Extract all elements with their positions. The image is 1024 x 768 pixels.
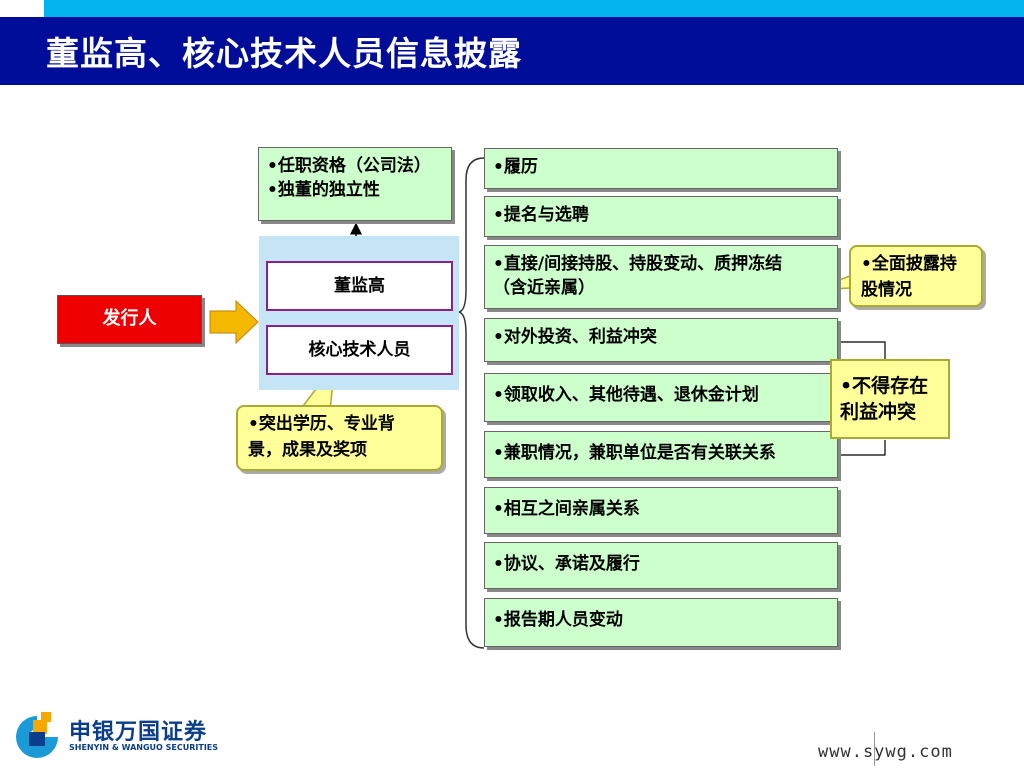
- logo-name: 申银万国证券: [69, 720, 208, 745]
- disclosure-item-label: •协议、承诺及履行: [493, 554, 640, 574]
- disclosure-item-label: •领取收入、其他待遇、退休金计划: [493, 385, 759, 405]
- disclosure-item-resume: •履历: [484, 148, 838, 189]
- company-logo: 申银万国证券 SHENYIN & WANGUO SECURITIES: [11, 712, 221, 762]
- conflict-line-1: •不得存在: [840, 375, 929, 397]
- page-title: 董监高、核心技术人员信息披露: [46, 34, 522, 73]
- disclosure-item-label: （含近亲属）: [493, 278, 595, 298]
- disclosure-item-part-time: •兼职情况，兼职单位是否有关联关系: [484, 431, 838, 478]
- shareholding-callout: •全面披露持 股情况: [849, 245, 983, 307]
- top-bar-accent: [44, 0, 1024, 17]
- website-url: www.sywg.com: [818, 742, 953, 762]
- title-bar: [0, 17, 1024, 85]
- logo-mark-icon: [16, 712, 58, 758]
- disclosure-item-label: •报告期人员变动: [493, 610, 623, 630]
- education-callout: •突出学历、专业背 景，成果及奖项: [236, 405, 443, 471]
- issuer-box: 发行人: [57, 295, 202, 344]
- disclosure-item-personnel-change: •报告期人员变动: [484, 598, 838, 647]
- core-tech-box: 核心技术人员: [266, 325, 453, 375]
- disclosure-item-compensation: •领取收入、其他待遇、退休金计划: [484, 373, 838, 422]
- disclosure-item-label: •履历: [493, 157, 538, 177]
- education-line-1: •突出学历、专业背: [248, 414, 395, 434]
- conflict-callout: •不得存在 利益冲突: [830, 359, 950, 439]
- disclosure-item-relatives: •相互之间亲属关系: [484, 487, 838, 534]
- disclosure-item-label: •对外投资、利益冲突: [493, 327, 657, 347]
- education-line-2: 景，成果及奖项: [248, 440, 367, 460]
- logo-english: SHENYIN & WANGUO SECURITIES: [69, 743, 219, 752]
- qualification-box: •任职资格（公司法） •独董的独立性: [258, 147, 452, 221]
- shareholding-line-1: •全面披露持: [861, 254, 957, 274]
- directors-box: 董监高: [266, 261, 453, 311]
- shareholding-line-2: 股情况: [861, 280, 912, 300]
- brace: [457, 157, 485, 649]
- qualification-line-2: •独董的独立性: [267, 180, 380, 200]
- disclosure-item-investment: •对外投资、利益冲突: [484, 318, 838, 362]
- disclosure-item-agreements: •协议、承诺及履行: [484, 542, 838, 589]
- issuer-arrow: [209, 299, 259, 345]
- qualification-line-1: •任职资格（公司法）: [267, 156, 431, 176]
- disclosure-item-shareholding: •直接/间接持股、持股变动、质押冻结 （含近亲属）: [484, 245, 838, 309]
- top-bar-white: [0, 0, 44, 17]
- disclosure-item-label: •提名与选聘: [493, 205, 589, 225]
- disclosure-item-label: •兼职情况，兼职单位是否有关联关系: [493, 443, 776, 463]
- disclosure-item-nomination: •提名与选聘: [484, 196, 838, 237]
- conflict-line-2: 利益冲突: [840, 401, 917, 423]
- disclosure-item-label: •相互之间亲属关系: [493, 499, 640, 519]
- disclosure-item-label: •直接/间接持股、持股变动、质押冻结: [493, 254, 783, 274]
- conflict-line-bottom: [823, 440, 886, 460]
- footer-divider: [874, 732, 875, 766]
